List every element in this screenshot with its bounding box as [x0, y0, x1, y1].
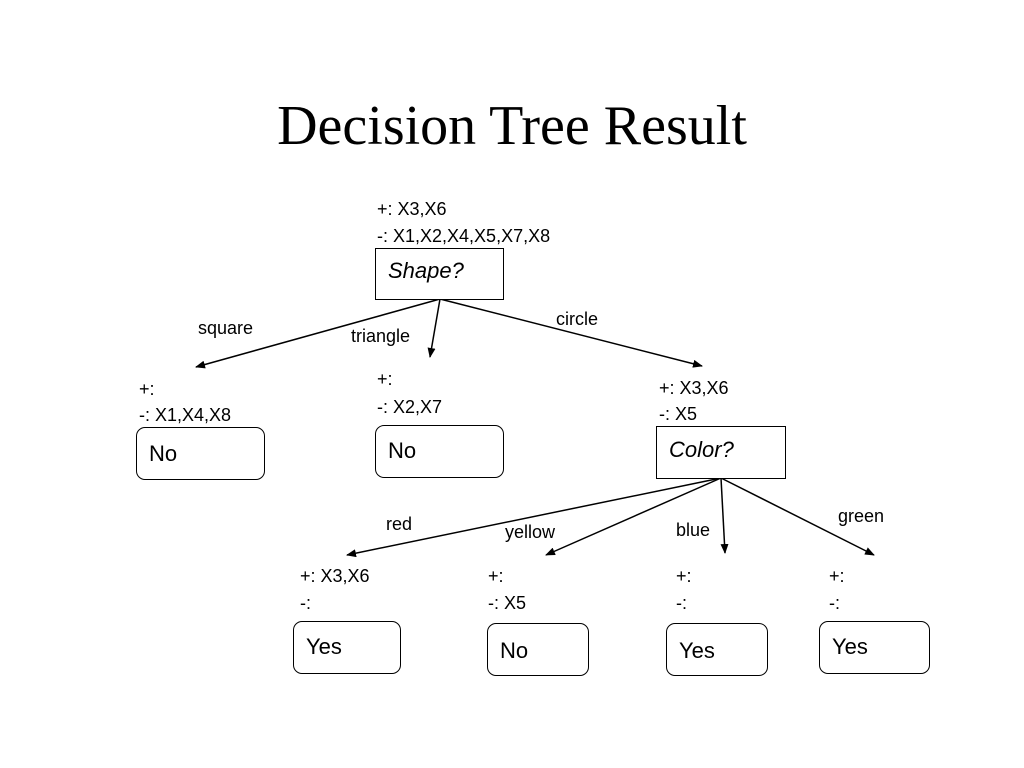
triangle-positive-examples: +: — [377, 369, 393, 389]
triangle-negative-examples: -: X2,X7 — [377, 397, 443, 417]
circle-negative-examples: -: X5 — [659, 404, 698, 424]
edge-triangle — [427, 298, 441, 358]
blue-negative-examples: -: — [676, 593, 687, 613]
square-leaf-result: No — [149, 441, 178, 466]
slide-title: Decision Tree Result — [277, 95, 747, 157]
triangle-leaf-node: No — [375, 425, 504, 478]
square-negative-examples: -: X1,X4,X8 — [139, 405, 232, 425]
edge-square — [195, 298, 441, 369]
edge-yellow — [545, 477, 722, 556]
green-leaf-node: Yes — [819, 621, 930, 674]
root-negative-examples: -: X1,X2,X4,X5,X7,X8 — [377, 226, 551, 246]
edge-green — [720, 477, 875, 556]
blue-leaf-result: Yes — [679, 638, 715, 663]
edge-blue — [720, 477, 729, 554]
edge-label-red: red — [386, 514, 413, 534]
color-question-node: Color? — [656, 426, 786, 479]
root-positive-examples: +: X3,X6 — [377, 199, 447, 219]
edge-label-green: green — [838, 506, 885, 526]
edge-label-circle: circle — [556, 309, 599, 329]
yellow-leaf-node: No — [487, 623, 589, 676]
edge-label-triangle: triangle — [351, 326, 411, 346]
color-question-label: Color? — [669, 437, 734, 462]
edge-circle — [439, 298, 703, 368]
edge-label-yellow: yellow — [505, 522, 556, 542]
circle-positive-examples: +: X3,X6 — [659, 378, 729, 398]
triangle-leaf-result: No — [388, 438, 417, 463]
yellow-positive-examples: +: — [488, 566, 504, 586]
square-positive-examples: +: — [139, 379, 155, 399]
green-leaf-result: Yes — [832, 634, 868, 659]
edge-label-square: square — [198, 318, 254, 338]
red-positive-examples: +: X3,X6 — [300, 566, 370, 586]
blue-leaf-node: Yes — [666, 623, 768, 676]
shape-question-label: Shape? — [388, 258, 464, 283]
edge-red — [346, 477, 722, 558]
red-negative-examples: -: — [300, 593, 311, 613]
red-leaf-result: Yes — [306, 634, 342, 659]
yellow-negative-examples: -: X5 — [488, 593, 527, 613]
edge-label-blue: blue — [676, 520, 711, 540]
square-leaf-node: No — [136, 427, 265, 480]
blue-positive-examples: +: — [676, 566, 692, 586]
yellow-leaf-result: No — [500, 638, 529, 663]
shape-question-node: Shape? — [375, 248, 504, 300]
green-negative-examples: -: — [829, 593, 840, 613]
red-leaf-node: Yes — [293, 621, 401, 674]
green-positive-examples: +: — [829, 566, 845, 586]
